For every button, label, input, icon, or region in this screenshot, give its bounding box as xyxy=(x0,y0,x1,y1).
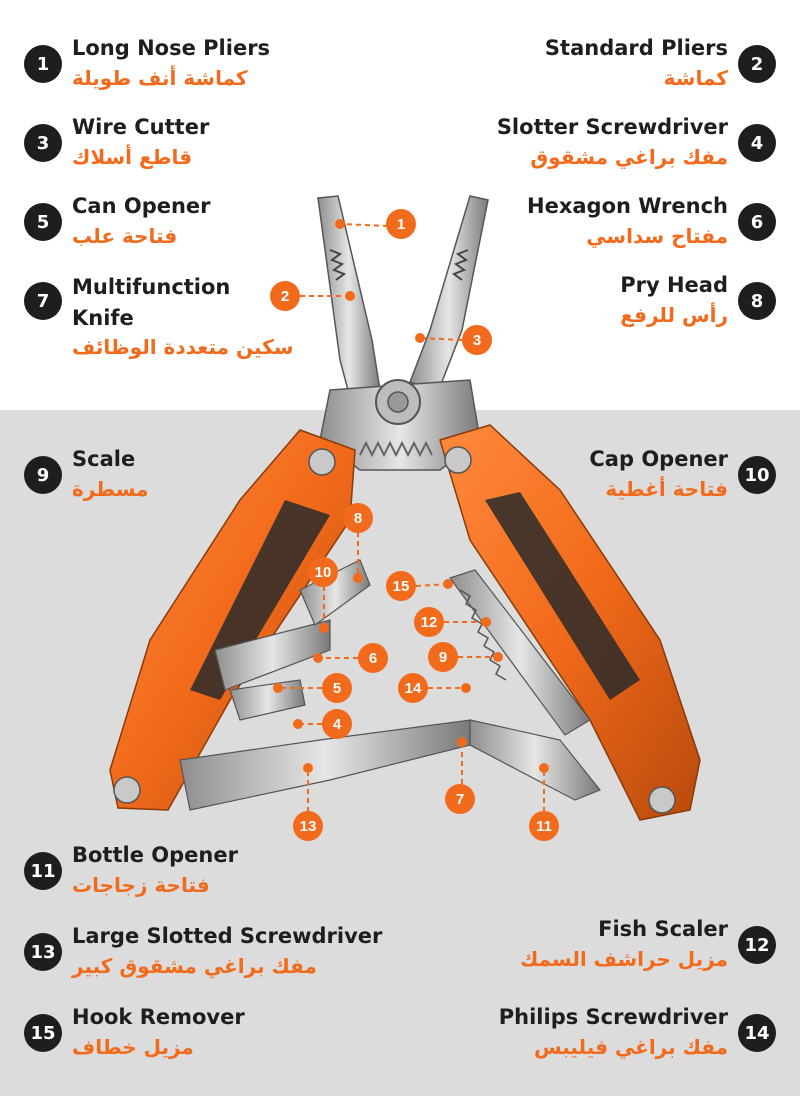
feature-badge: 9 xyxy=(24,456,62,494)
feature-label-en: Can Opener xyxy=(72,194,211,218)
feature-badge: 14 xyxy=(738,1014,776,1052)
feature-badge: 13 xyxy=(24,933,62,971)
callout-15: 15 xyxy=(386,571,416,601)
right-tool-saw xyxy=(449,569,591,736)
leader-lines xyxy=(278,223,545,812)
feature-label-en: Philips Screwdriver xyxy=(498,1005,728,1029)
feature-badge: 15 xyxy=(24,1014,62,1052)
feature-label-en: Bottle Opener xyxy=(72,843,238,867)
feature-label-en: Wire Cutter xyxy=(72,115,210,139)
feature-label-en: Standard Pliers xyxy=(544,36,728,60)
feature-badge: 8 xyxy=(738,282,776,320)
feature-label-ar: مزيل حراشف السمك xyxy=(519,947,728,971)
feature-label-ar: مسطرة xyxy=(72,477,149,501)
feature-label-en: Hexagon Wrench xyxy=(527,194,728,218)
callout-13: 13 xyxy=(293,811,323,841)
feature-label-en: Cap Opener xyxy=(589,447,728,471)
feature-label-ar: فتاحة أغطية xyxy=(605,477,728,501)
pivot-gear xyxy=(359,440,433,458)
feature-badge: 1 xyxy=(24,45,62,83)
left-handle-screw-bottom xyxy=(113,776,141,804)
feature-label-en: Multifunction Knife xyxy=(72,275,231,330)
feature-label-en: Hook Remover xyxy=(72,1005,245,1029)
callout-7: 7 xyxy=(445,784,475,814)
feature-label-en: Long Nose Pliers xyxy=(72,36,271,60)
callout-11: 11 xyxy=(529,811,559,841)
feature-badge: 6 xyxy=(738,203,776,241)
feature-label-ar: مفتاح سداسي xyxy=(586,224,728,248)
right-handle-screw-bottom xyxy=(648,786,676,814)
feature-label-en: Slotter Screwdriver xyxy=(496,115,728,139)
feature-label-en: Scale xyxy=(72,447,136,471)
feature-badge: 3 xyxy=(24,124,62,162)
right-tool-screwdriver xyxy=(469,719,601,801)
feature-label-ar: فتاحة زجاجات xyxy=(72,873,210,897)
feature-badge: 11 xyxy=(24,852,62,890)
feature-badge: 7 xyxy=(24,282,62,320)
feature-label-ar: سكين متعددة الوظائف xyxy=(72,335,294,359)
feature-badge: 5 xyxy=(24,203,62,241)
feature-label-ar: قاطع أسلاك xyxy=(72,145,193,169)
right-handle-screw-top xyxy=(444,446,472,474)
feature-badge: 4 xyxy=(738,124,776,162)
callout-12: 12 xyxy=(414,607,444,637)
right-jaw xyxy=(409,195,489,393)
callout-3: 3 xyxy=(462,325,492,355)
callout-10: 10 xyxy=(308,557,338,587)
jaw-teeth-right xyxy=(451,249,469,281)
feature-badge: 12 xyxy=(738,926,776,964)
feature-label-ar: رأس للرفع xyxy=(620,303,728,327)
callout-5: 5 xyxy=(322,673,352,703)
feature-label-ar: مفك براغي فيليبس xyxy=(533,1035,728,1059)
feature-label-en: Fish Scaler xyxy=(598,917,728,941)
left-handle-screw-top xyxy=(308,448,336,476)
callout-9: 9 xyxy=(428,642,458,672)
jaw-teeth-left xyxy=(329,249,347,281)
left-tool-hex xyxy=(214,619,331,691)
feature-badge: 2 xyxy=(738,45,776,83)
callout-6: 6 xyxy=(358,643,388,673)
callout-8: 8 xyxy=(343,503,373,533)
leader-dots xyxy=(273,219,549,773)
callout-2: 2 xyxy=(270,281,300,311)
callout-1: 1 xyxy=(386,209,416,239)
feature-label-ar: مفك براغي مشقوق xyxy=(530,145,728,169)
feature-badge: 10 xyxy=(738,456,776,494)
feature-label-ar: كماشة xyxy=(663,66,728,90)
feature-label-ar: كماشة أنف طويلة xyxy=(72,66,248,90)
feature-label-ar: مزيل خطاف xyxy=(72,1035,194,1059)
callout-14: 14 xyxy=(398,673,428,703)
left-tool-pry xyxy=(299,559,371,626)
left-tool-opener xyxy=(229,679,306,721)
feature-label-ar: فتاحة علب xyxy=(72,224,178,248)
callout-4: 4 xyxy=(322,709,352,739)
feature-label-en: Pry Head xyxy=(620,273,728,297)
feature-label-en: Large Slotted Screwdriver xyxy=(72,924,383,948)
feature-label-ar: مفك براغي مشقوق كبير xyxy=(72,954,317,978)
